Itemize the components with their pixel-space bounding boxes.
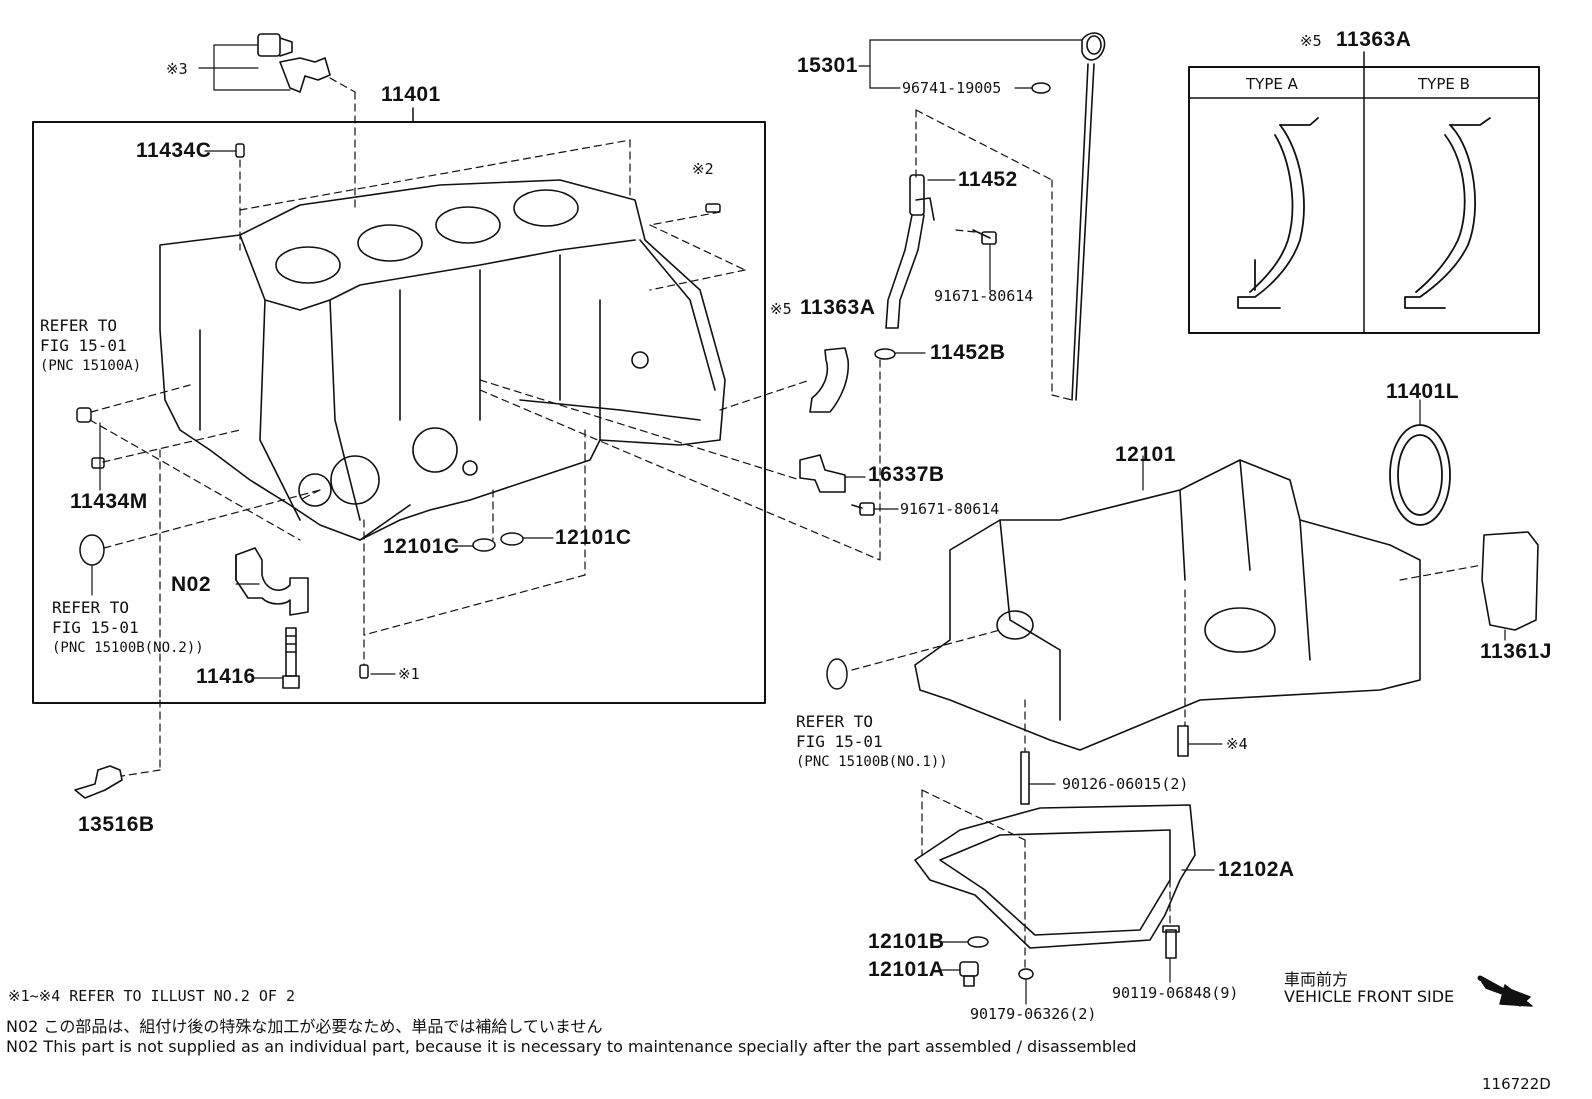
label-12101A: 12101A [868,958,945,981]
type-b-bracket-icon [1404,117,1491,309]
label-13516B: 13516B [78,813,155,836]
bracket-16337B-icon [799,454,846,493]
label-11434C: 11434C [136,139,212,162]
refer-line-3: (PNC 15100B(NO.1)) [796,754,948,770]
sensor-ast3-icon [257,33,331,93]
label-11401L: 11401L [1386,380,1460,403]
type-a-bracket-icon [1237,117,1319,309]
label-ast3: ※3 [166,60,188,78]
refer-line-2: FIG 15-01 [52,618,139,637]
dipstick-guide-11452-icon [885,174,935,329]
oring-96741-icon [1031,82,1051,94]
label-11361J: 11361J [1480,640,1552,663]
label-ast1: ※1 [398,665,420,683]
note-n02-jp: N02 この部品は、組付け後の特殊な加工が必要なため、単品では補給していません [6,1017,603,1036]
dashed-lines [89,77,1483,969]
bolt-90119-icon [1162,925,1180,959]
illustration-id: 116722D [1482,1075,1551,1093]
type-a-label: TYPE A [1246,75,1298,93]
type-b-label: TYPE B [1418,75,1470,93]
refer-line-3: (PNC 15100A) [40,358,142,374]
label-11363A-mid: 11363A [800,296,876,319]
part-13516B-icon [74,765,123,799]
label-11401: 11401 [381,83,441,106]
bolt-11416-icon [282,627,300,689]
label-96741-19005: 96741-19005 [902,79,1002,97]
dipstick-15301-icon [1071,32,1106,401]
oil-pan-12102A-icon [914,804,1196,949]
plug-11434C-icon [235,143,245,158]
engine-block-icon [159,179,726,541]
cover-11361J-icon [1481,531,1539,631]
bearing-cap-n02-icon [235,547,309,616]
note-refer-illust: ※1~※4 REFER TO ILLUST NO.2 OF 2 [8,987,296,1005]
bolt-91671-b-icon [851,502,875,516]
vehicle-front-en: VEHICLE FRONT SIDE [1284,987,1455,1006]
refer-line-3: (PNC 15100B(NO.2)) [52,640,204,656]
oil-seal-11401L-icon [1389,424,1451,526]
refer-line-1: REFER TO [40,316,118,335]
label-12101B: 12101B [868,930,945,953]
label-91671-80614-b: 91671-80614 [900,500,1000,518]
label-11363A-top: 11363A [1336,28,1412,51]
bracket-11363A-icon [809,347,850,413]
label-11434M: 11434M [70,490,148,513]
leader-lines [91,39,1506,1005]
label-ast5-mid: ※5 [770,300,792,318]
refer-line-1: REFER TO [52,598,130,617]
label-N02: N02 [171,573,212,596]
label-15301: 15301 [797,54,858,77]
oring-12101C-b-icon [500,532,524,546]
label-11416: 11416 [196,665,256,688]
oring-right-icon [826,658,848,690]
pin-11434M-icon [76,407,92,423]
pin-left-icon [91,457,105,469]
oring-12101C-a-icon [472,538,496,552]
label-16337B: 16337B [868,463,945,486]
label-90119-06848: 90119-06848(9) [1112,984,1239,1002]
type-frame [1188,51,1540,334]
bolt-ast4-icon [1177,725,1189,757]
refer-note-15100B-no1: REFER TO FIG 15-01 (PNC 15100B(NO.1)) [796,712,948,772]
label-11452: 11452 [958,168,1018,191]
label-ast2: ※2 [692,160,714,178]
washer-90179-icon [1018,968,1034,980]
label-12101C-a: 12101C [383,535,460,558]
gasket-12101B-icon [967,936,989,948]
label-12102A: 12102A [1218,858,1295,881]
oil-pan-12101-icon [914,459,1421,751]
refer-line-2: FIG 15-01 [796,732,883,751]
refer-note-15100A: REFER TO FIG 15-01 (PNC 15100A) [40,316,141,376]
pin-ast2-icon [705,203,721,213]
label-12101C-b: 12101C [555,526,632,549]
label-11452B: 11452B [930,341,1006,364]
stud-90126-icon [1020,751,1030,805]
pin-ast1-icon [359,664,369,679]
refer-note-15100B-no2: REFER TO FIG 15-01 (PNC 15100B(NO.2)) [52,598,204,658]
label-ast5-top: ※5 [1300,32,1322,50]
refer-line-1: REFER TO [796,712,874,731]
label-90179-06326: 90179-06326(2) [970,1005,1097,1023]
label-ast4: ※4 [1226,735,1248,753]
oring-left-icon [79,534,105,566]
drain-plug-12101A-icon [959,961,979,987]
vehicle-front-jp: 車両前方 [1284,970,1349,989]
refer-line-2: FIG 15-01 [40,336,127,355]
engine-block-frame [32,121,766,704]
label-91671-80614-a: 91671-80614 [934,287,1034,305]
oring-11452B-icon [874,348,896,360]
label-12101: 12101 [1115,443,1176,466]
note-n02-en: N02 This part is not supplied as an indi… [6,1037,1137,1056]
label-90126-06015: 90126-06015(2) [1062,775,1189,793]
bolt-91671-a-icon [972,229,997,245]
